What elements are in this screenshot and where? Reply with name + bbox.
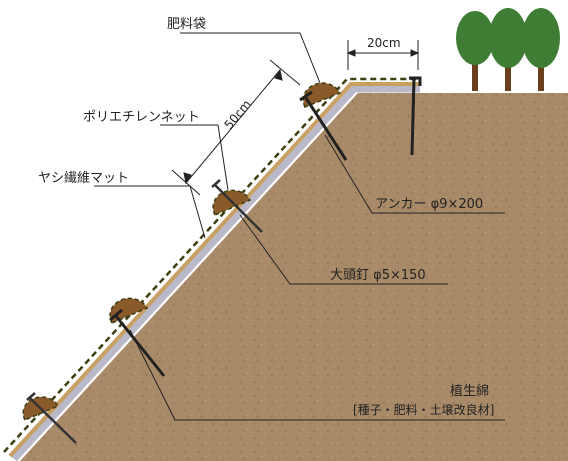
label-planting-mat: 植生綿 <box>450 384 489 399</box>
fertilizer-bag <box>109 297 149 324</box>
label-polyethylene-net: ポリエチレンネット <box>83 110 200 125</box>
nail <box>214 184 263 233</box>
net-dashes <box>3 77 420 453</box>
anchor-slope-low <box>109 308 166 377</box>
coir-mat-layer <box>8 82 420 458</box>
anchors <box>109 76 422 377</box>
dimension-slope <box>171 59 301 196</box>
anchor-slope <box>299 90 348 161</box>
dimension-slope-label: 50cm <box>222 97 254 132</box>
planting-layer <box>11 85 420 461</box>
label-coir-mat: ヤシ繊維マット <box>38 170 129 186</box>
nail <box>29 397 77 444</box>
fertilizer-bag <box>302 82 342 108</box>
label-large-nail: 大頭釘 φ5×150 <box>330 267 426 283</box>
tree <box>456 11 494 65</box>
label-planting-mat-contents: [種子・肥料・土壌改良材] <box>353 402 494 417</box>
tree <box>522 8 560 68</box>
label-fertilizer-bag: 肥料袋 <box>167 17 206 32</box>
anchor-top <box>409 76 422 156</box>
dimension-top-label: 20cm <box>367 36 401 50</box>
leaders <box>94 32 505 421</box>
dimension-top <box>346 40 420 70</box>
label-anchor: アンカー φ9×200 <box>375 197 483 212</box>
trees <box>456 8 560 91</box>
nails <box>26 179 263 444</box>
nail <box>211 179 221 188</box>
nail <box>26 392 36 401</box>
tree <box>489 8 527 68</box>
